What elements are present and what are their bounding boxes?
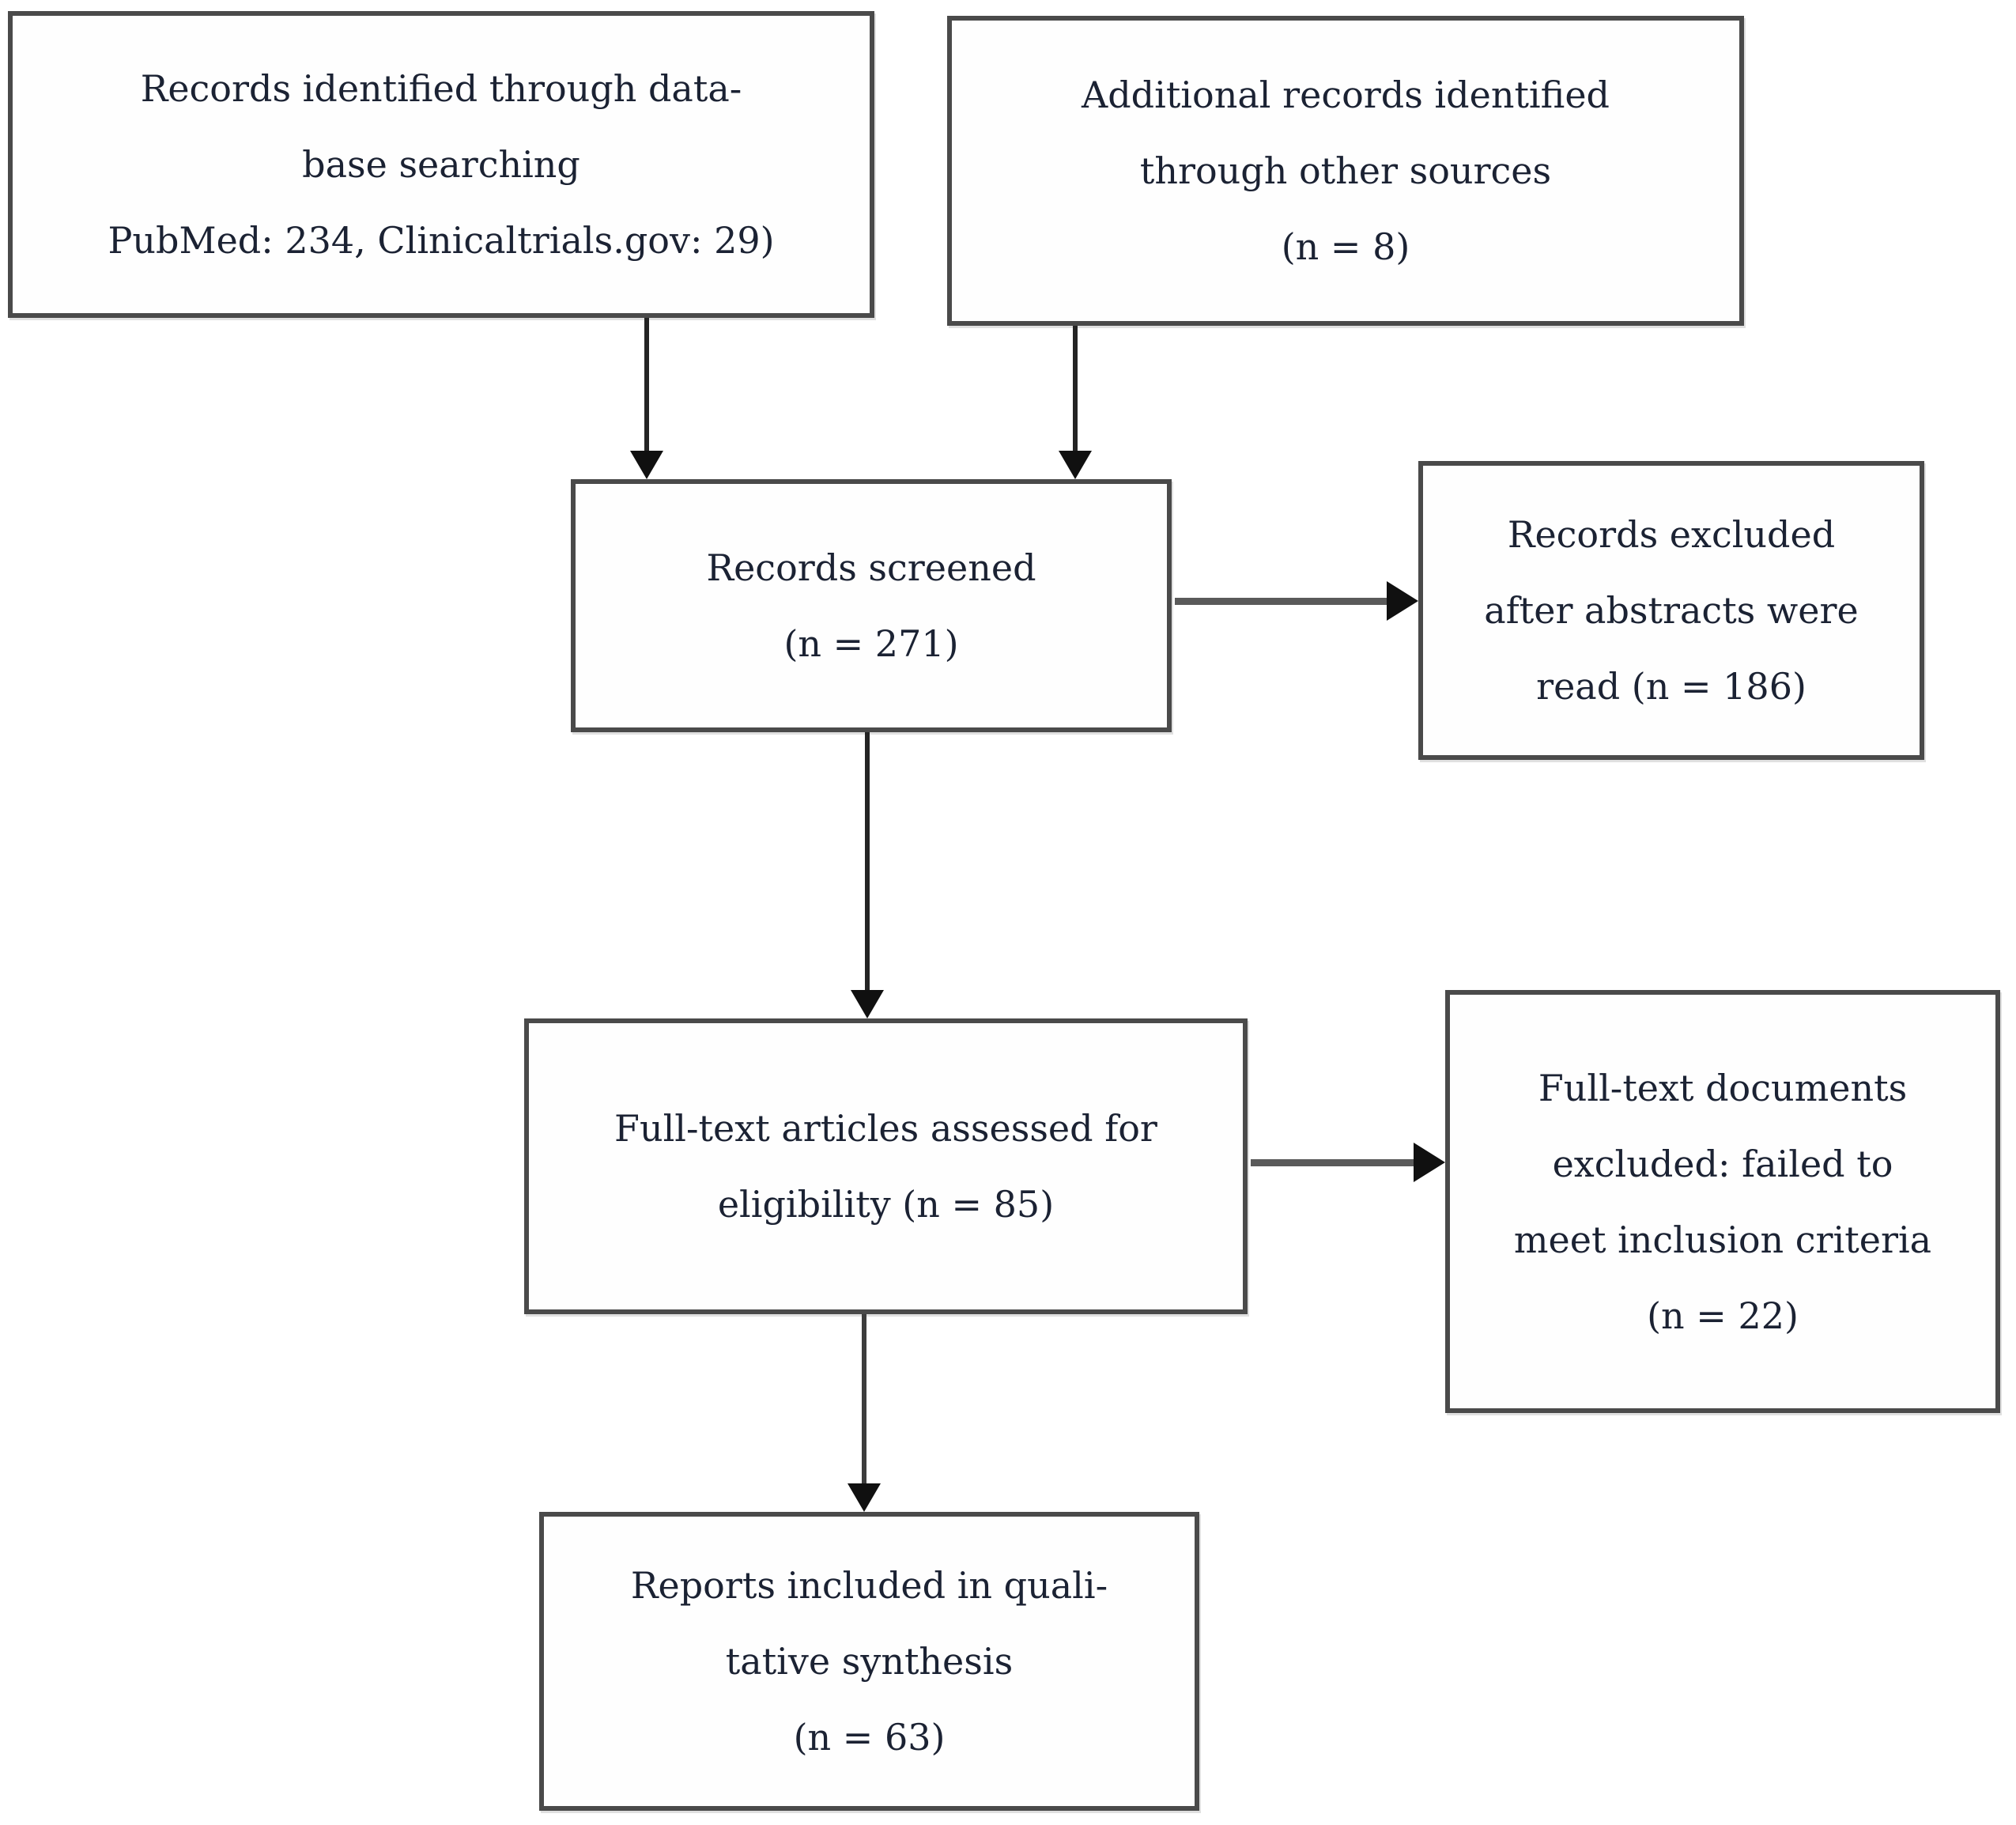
arrow-down-icon [1059, 451, 1092, 479]
arrow-down-icon [630, 451, 663, 479]
box-text-line: tative synthesis [725, 1640, 1014, 1683]
box-text-line: through other sources [1139, 149, 1552, 192]
box-text-line: Records screened [706, 546, 1036, 589]
box-records-identified-database: Records identified through data- base se… [8, 11, 874, 318]
arrow-other-to-screened-line [1073, 326, 1078, 454]
box-text-line: (n = 271) [783, 622, 959, 665]
box-text-line: (n = 63) [793, 1716, 946, 1759]
arrow-right-icon [1387, 581, 1418, 621]
arrow-fulltext-to-included-line [862, 1314, 866, 1485]
box-text-line: PubMed: 234, Clinicaltrials.gov: 29) [108, 219, 775, 262]
arrow-down-icon [851, 990, 884, 1018]
box-text-line: meet inclusion criteria [1513, 1218, 1932, 1261]
box-text-line: (n = 8) [1281, 225, 1410, 268]
arrow-fulltext-to-excluded-line [1251, 1159, 1415, 1166]
box-text-line: (n = 22) [1647, 1294, 1799, 1337]
box-text-line: eligibility (n = 85) [717, 1183, 1055, 1226]
box-text-line: read (n = 186) [1536, 665, 1806, 708]
box-fulltext-articles-assessed: Full-text articles assessed for eligibil… [524, 1018, 1248, 1314]
box-text-line: Full-text articles assessed for [614, 1107, 1157, 1150]
arrow-screened-to-excluded-line [1175, 598, 1391, 605]
arrow-down-icon [848, 1483, 881, 1512]
arrow-screened-to-fulltext-line [865, 732, 870, 992]
box-records-screened: Records screened (n = 271) [571, 479, 1172, 732]
box-text-line: Additional records identified [1082, 74, 1610, 116]
box-reports-included-qualitative: Reports included in quali- tative synthe… [539, 1512, 1199, 1811]
box-text-line: base searching [302, 143, 580, 186]
box-additional-records-other-sources: Additional records identified through ot… [947, 16, 1744, 326]
box-fulltext-documents-excluded: Full-text documents excluded: failed to … [1445, 990, 2000, 1413]
box-text-line: after abstracts were [1484, 589, 1859, 632]
box-text-line: Reports included in quali- [630, 1564, 1108, 1607]
box-text-line: Records identified through data- [140, 67, 742, 110]
arrow-database-to-screened-line [644, 318, 649, 454]
arrow-right-icon [1414, 1143, 1445, 1182]
box-text-line: Full-text documents [1538, 1066, 1908, 1109]
box-text-line: excluded: failed to [1552, 1142, 1893, 1185]
box-text-line: Records excluded [1507, 513, 1836, 556]
box-records-excluded-abstracts: Records excluded after abstracts were re… [1418, 461, 1924, 760]
